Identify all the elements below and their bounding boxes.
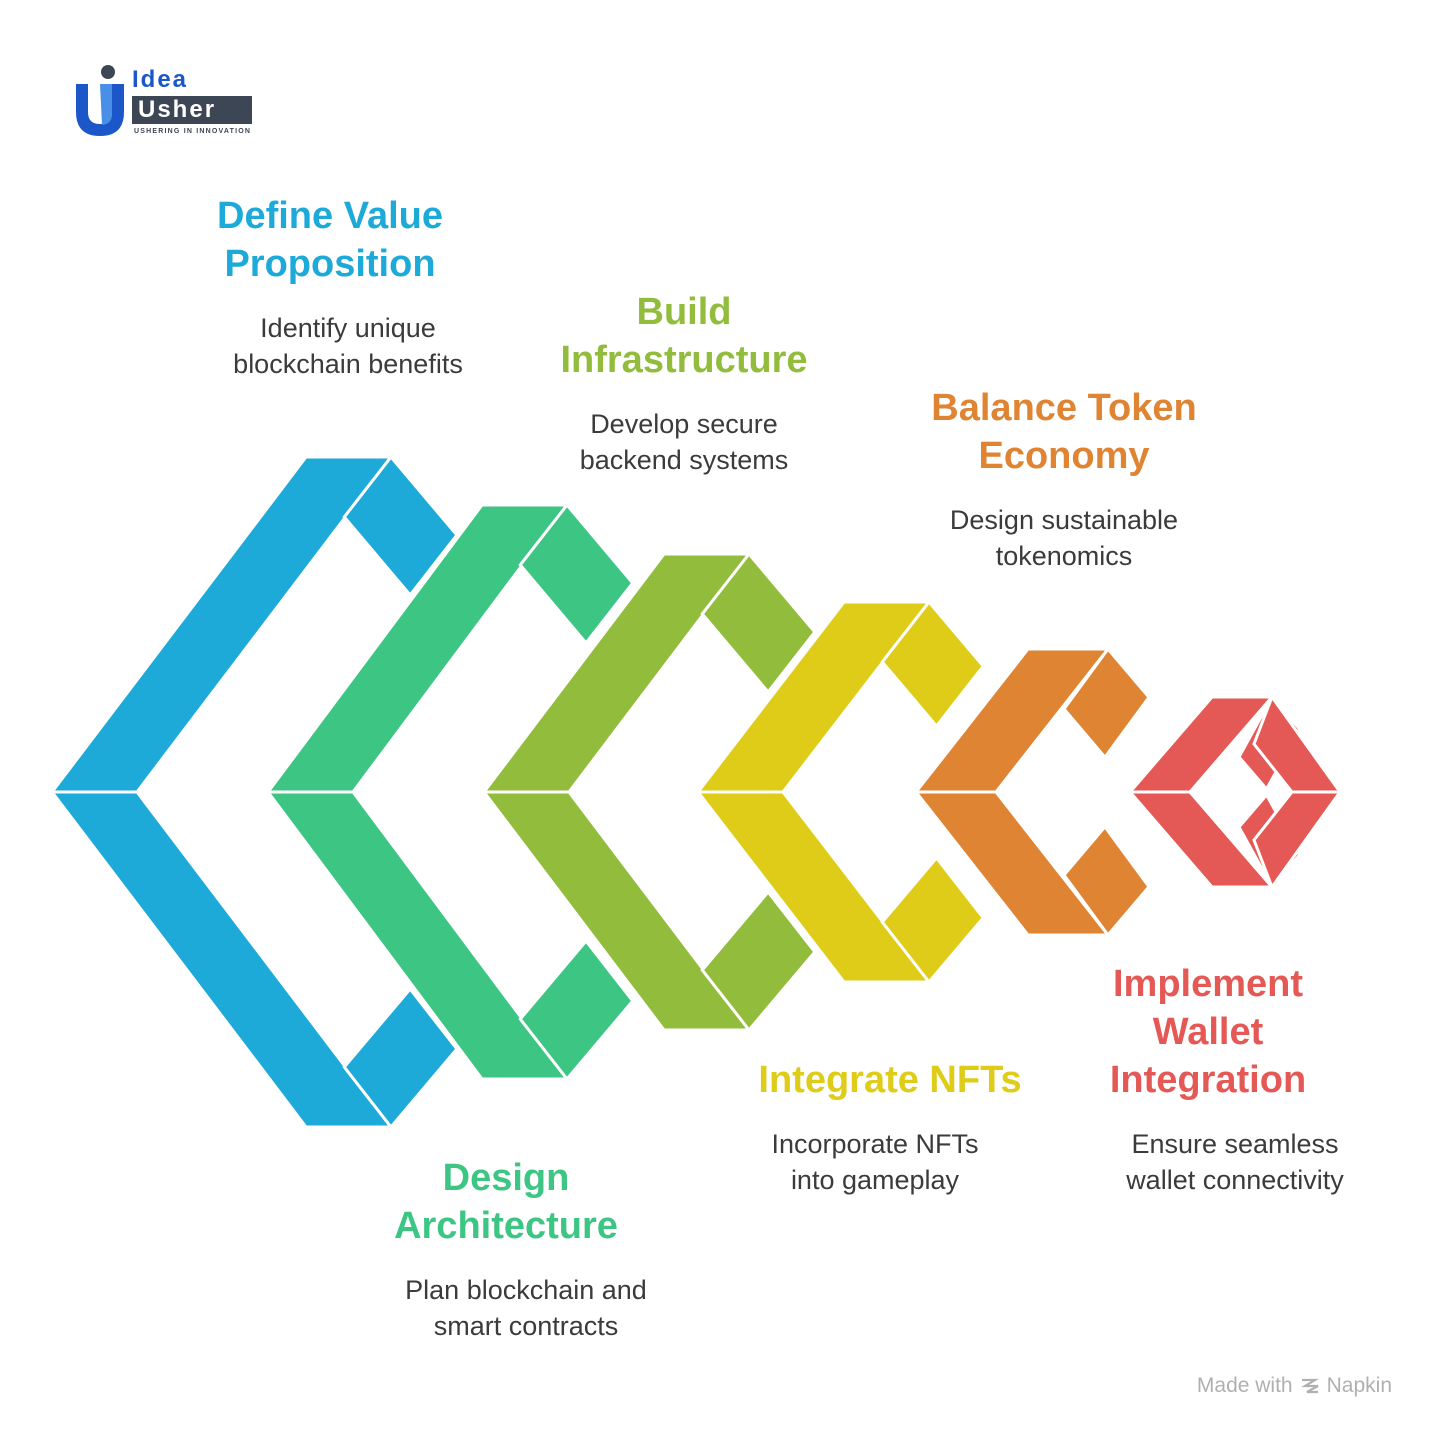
step-2-desc: Plan blockchain and smart contracts	[405, 1275, 647, 1341]
step-4-title: Integrate NFTs	[758, 1059, 1022, 1101]
company-logo: Idea Usher USHERING IN INNOVATION	[70, 62, 260, 142]
made-with-napkin[interactable]: Made with Napkin	[1197, 1374, 1392, 1398]
step-3-title: Build Infrastructure	[560, 291, 808, 381]
napkin-logo-icon	[1300, 1378, 1319, 1394]
step-2-title: Design Architecture	[394, 1157, 618, 1247]
step-5-lower-tab	[1062, 824, 1151, 938]
step-1-upper-tab	[342, 454, 459, 598]
step-1-lower-tab	[342, 986, 459, 1130]
step-1-label: Define Value Proposition Identify unique…	[160, 192, 500, 382]
step-4-upper-tab	[880, 599, 986, 729]
step-6-label: Implement Wallet Integration Ensure seam…	[1038, 960, 1378, 1198]
step-6-title: Implement Wallet Integration	[1109, 963, 1307, 1101]
step-5-upper-tab	[1062, 646, 1151, 760]
step-4-lower-tab	[880, 855, 986, 985]
step-5-label: Balance Token Economy Design sustainable…	[894, 384, 1234, 574]
logo-word-usher: Usher	[132, 96, 252, 124]
step-5-desc: Design sustainable tokenomics	[949, 505, 1179, 571]
napkin-brand: Napkin	[1326, 1374, 1392, 1397]
made-with-text: Made with	[1196, 1374, 1293, 1397]
step-2-lower-tab	[518, 938, 635, 1082]
step-4-label: Integrate NFTs Incorporate NFTs into gam…	[720, 1056, 1060, 1198]
step-2-label: Design Architecture Plan blockchain and …	[336, 1154, 676, 1344]
logo-word-idea: Idea	[132, 66, 189, 93]
step-6-right-lower-cap	[1252, 790, 1343, 891]
step-6-desc: Ensure seamless wallet connectivity	[1126, 1129, 1344, 1195]
step-3-desc: Develop secure backend systems	[579, 409, 789, 475]
step-1-desc: Identify unique blockchain benefits	[233, 313, 463, 379]
step-2-upper-tab	[518, 502, 635, 646]
step-3-label: Build Infrastructure Develop secure back…	[514, 288, 854, 478]
step-3-lower-tab	[700, 889, 817, 1033]
logo-mark-icon	[76, 65, 124, 136]
logo-tagline: USHERING IN INNOVATION	[134, 128, 252, 135]
step-5-title: Balance Token Economy	[931, 387, 1197, 477]
step-3-upper-tab	[700, 551, 817, 695]
step-1-title: Define Value Proposition	[217, 195, 443, 285]
step-4-desc: Incorporate NFTs into gameplay	[771, 1129, 979, 1195]
